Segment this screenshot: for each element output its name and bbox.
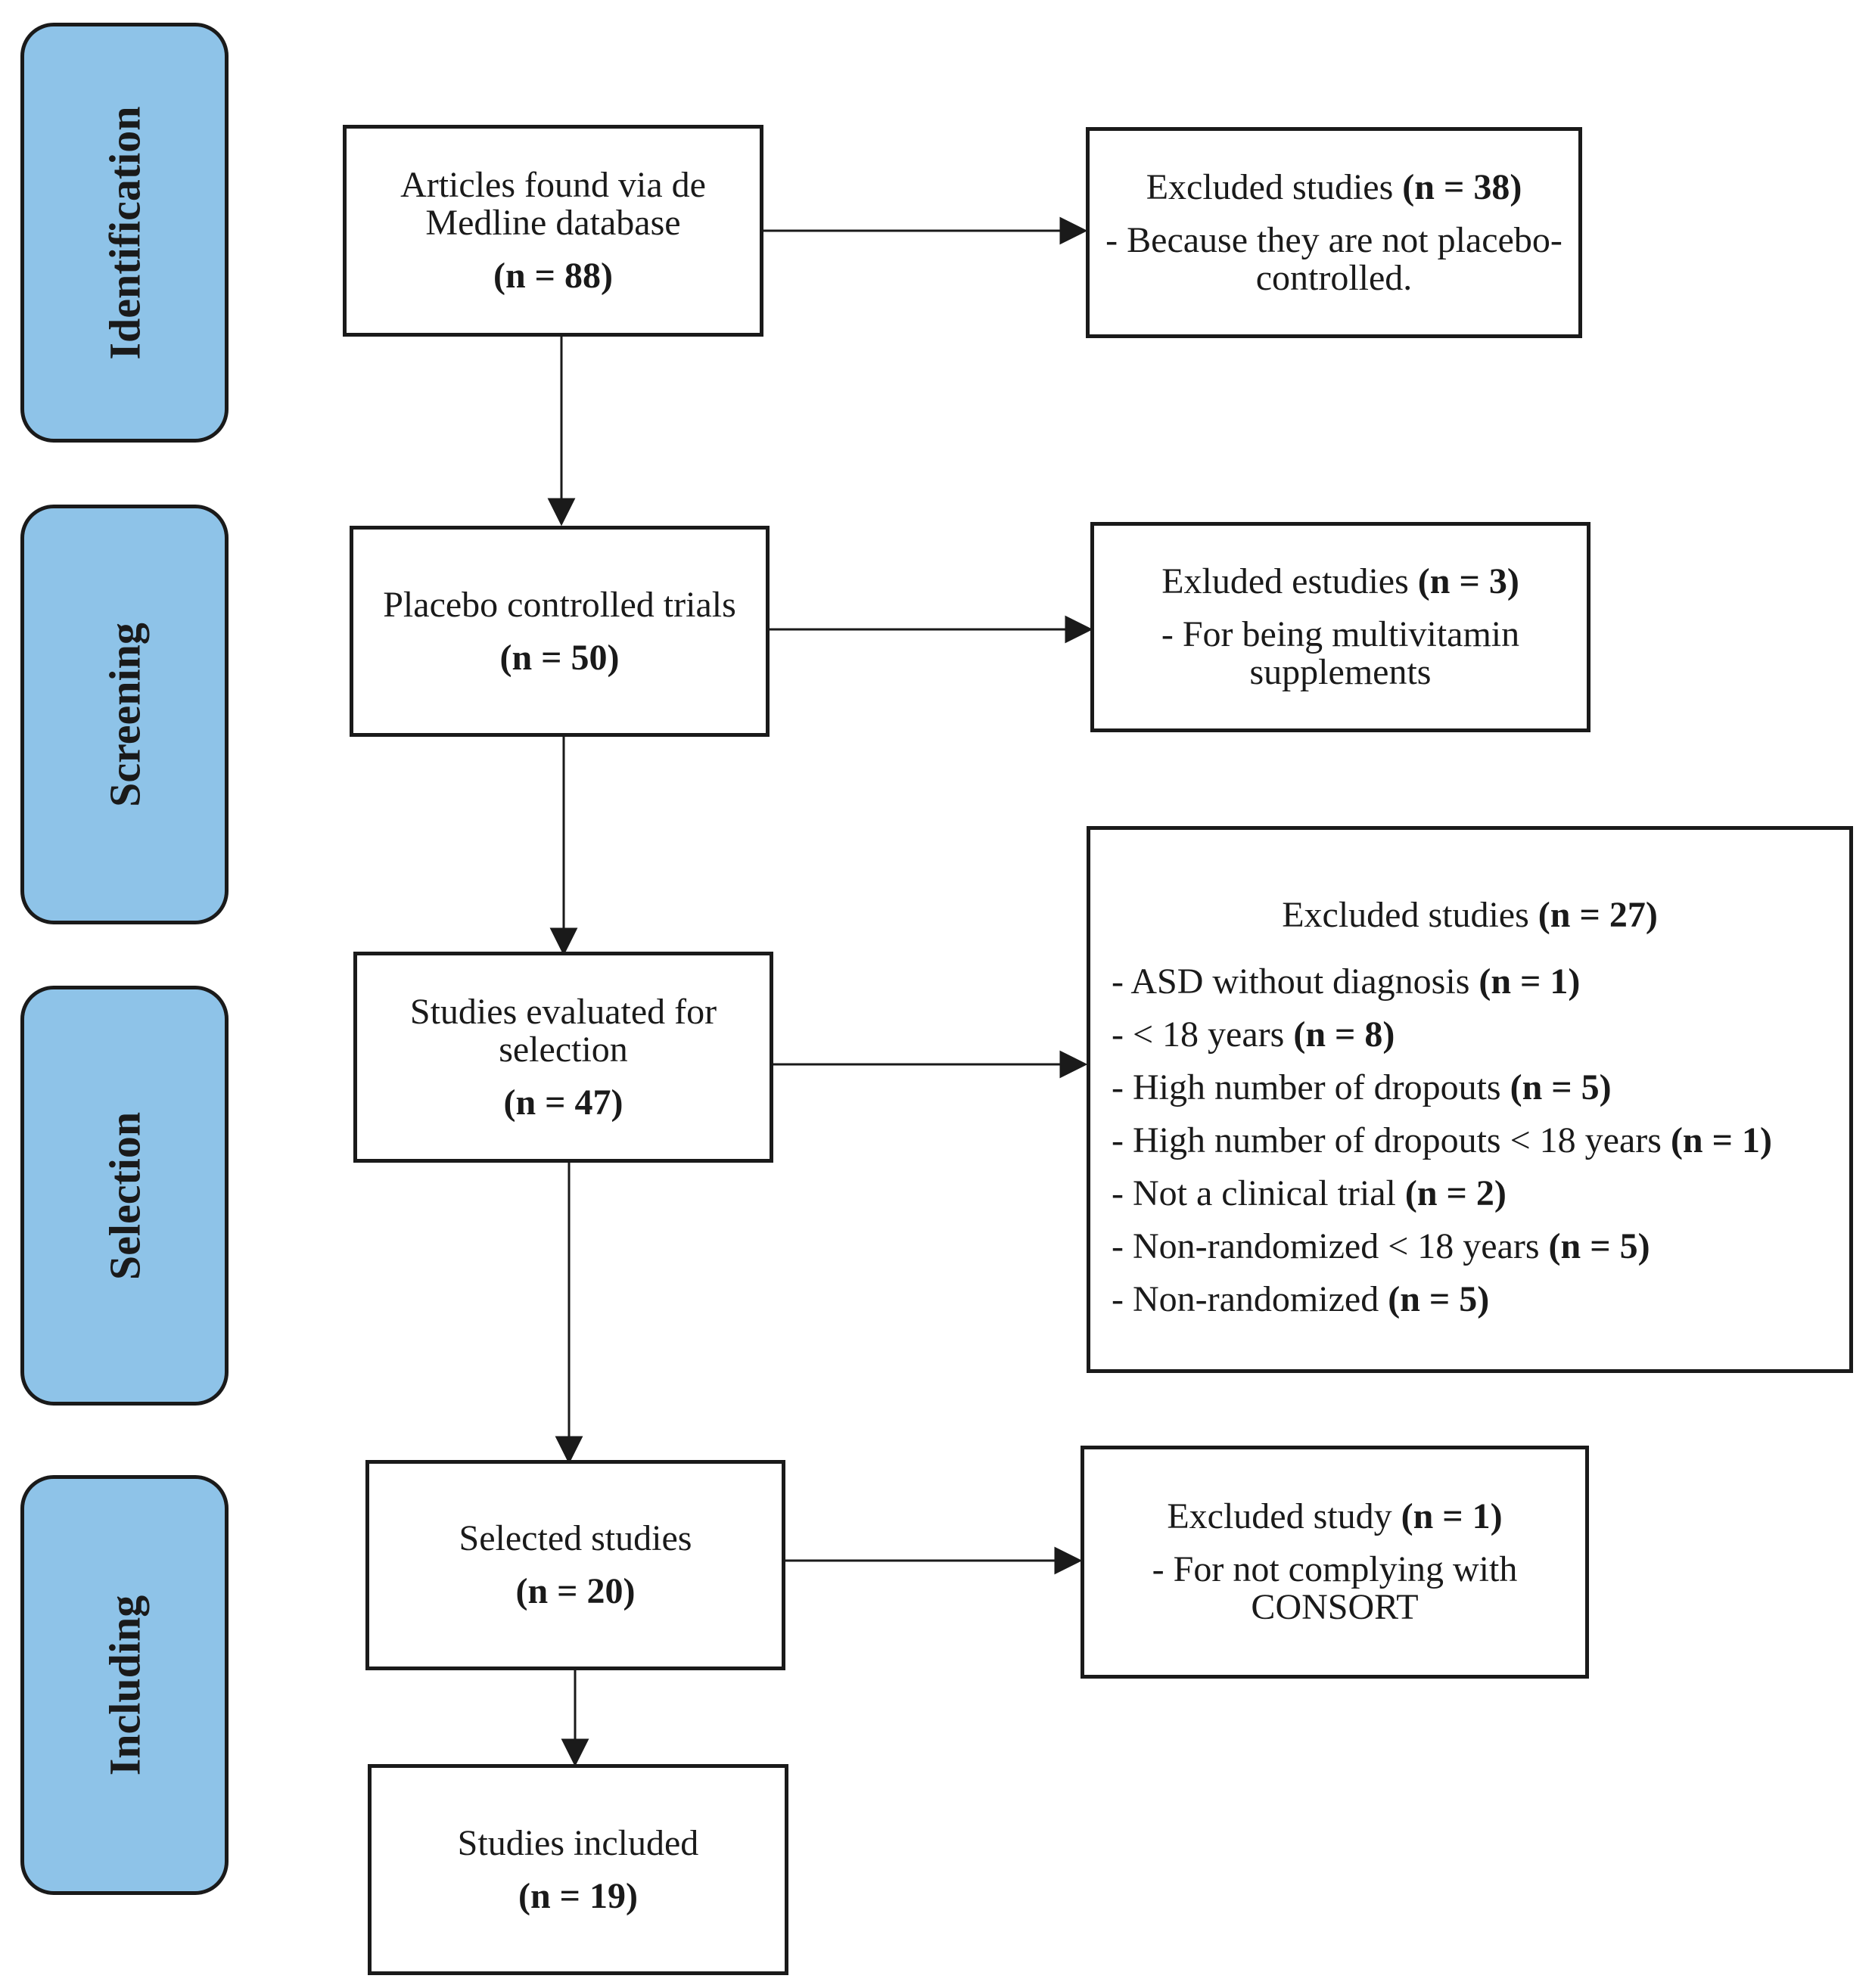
excl-title: Excluded studies (n = 38) [1146,166,1522,207]
excl-count: (n = 1) [1401,1496,1503,1536]
excl-item-count: (n = 1) [1670,1120,1772,1160]
box-selected-studies: Selected studies (n = 20) [365,1460,785,1670]
excl-title: Excluded study (n = 1) [1167,1496,1503,1536]
excl-item: - ASD without diagnosis (n = 1) [1112,961,1581,1002]
excl-title: Exluded estudies (n = 3) [1161,561,1519,601]
excl-reason: supplements [1249,652,1432,692]
box-text: Selected studies [459,1518,692,1558]
box-text: Studies evaluated for [409,991,717,1032]
stage-identification: Identification [20,23,229,443]
box-studies-evaluated: Studies evaluated for selection (n = 47) [353,952,773,1163]
excl-reason: - Because they are not placebo- [1105,219,1562,260]
box-studies-included: Studies included (n = 19) [368,1764,788,1975]
stage-including: Including [20,1475,229,1895]
box-text: Studies included [457,1822,699,1863]
box-count: (n = 50) [499,637,620,678]
excl-count: (n = 38) [1402,166,1522,207]
excl-item: - High number of dropouts (n = 5) [1112,1067,1612,1107]
box-articles-found: Articles found via de Medline database (… [343,125,763,337]
excl-reasons: - For being multivitamin supplements [1161,616,1519,691]
box-excluded-including: Excluded study (n = 1) - For not complyi… [1081,1446,1589,1679]
box-excluded-selection: Excluded studies (n = 27) - ASD without … [1087,826,1853,1373]
excl-item: - Non-randomized < 18 years (n = 5) [1112,1226,1650,1266]
excl-reason: - For not complying with [1152,1549,1518,1589]
excl-count: (n = 3) [1417,561,1519,601]
excl-item-count: (n = 2) [1404,1173,1507,1213]
excl-reason: CONSORT [1251,1587,1419,1627]
stage-screening: Screening [20,505,229,924]
excl-reasons: - Because they are not placebo- controll… [1105,219,1562,298]
excl-item-count: (n = 5) [1548,1226,1650,1266]
excl-item-count: (n = 5) [1388,1279,1490,1319]
box-text: selection [499,1029,628,1070]
box-text: Articles found via de [400,165,706,205]
box-count: (n = 20) [515,1571,636,1611]
excl-title: Excluded studies (n = 27) [1282,895,1658,935]
excl-reason: - For being multivitamin [1161,614,1520,654]
excl-reasons: - For not complying with CONSORT [1152,1551,1518,1626]
box-count: (n = 88) [493,256,613,296]
excl-item: - Non-randomized (n = 5) [1112,1279,1490,1319]
excl-item-count: (n = 8) [1293,1014,1395,1055]
box-placebo-trials: Placebo controlled trials (n = 50) [350,526,770,737]
excl-item: - Not a clinical trial (n = 2) [1112,1173,1507,1213]
excl-count: (n = 27) [1538,895,1658,935]
excl-item: - < 18 years (n = 8) [1112,1014,1395,1055]
box-count: (n = 47) [503,1082,623,1123]
excl-item: - High number of dropouts < 18 years (n … [1112,1120,1772,1160]
excl-item-count: (n = 1) [1479,961,1581,1002]
stage-selection: Selection [20,986,229,1406]
box-text: Medline database [425,203,681,243]
excl-reason: controlled. [1255,257,1413,298]
box-excluded-screening: Exluded estudies (n = 3) - For being mul… [1090,522,1590,732]
box-text: Placebo controlled trials [383,584,736,625]
box-count: (n = 19) [518,1875,638,1916]
box-excluded-identification: Excluded studies (n = 38) - Because they… [1086,127,1582,338]
excl-item-count: (n = 5) [1510,1067,1612,1107]
